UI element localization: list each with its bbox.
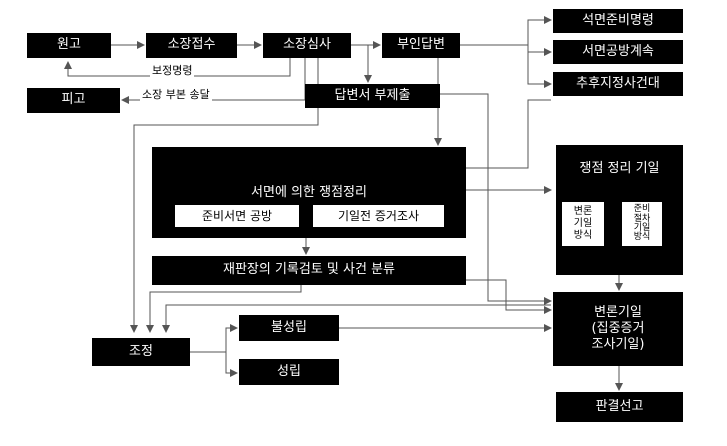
edge-mediation-success	[225, 352, 238, 377]
node-judge-record-review: 재판장의 기록검토 및 사건 분류	[152, 256, 466, 285]
edge-to-right-column	[460, 16, 552, 46]
node-written-defense-continue: 서면공방계속	[553, 40, 683, 64]
node-pre-hearing-evidence: 기일전 증거조사	[313, 205, 444, 227]
node-later-date-pending: 추후지정사건대	[553, 72, 683, 96]
edge-to-later-date	[527, 52, 552, 88]
edge-label-complaint-copy-service: 소장 부본 송달	[140, 86, 212, 102]
edge-label-correction-order: 보정명령	[150, 62, 195, 78]
node-written-prep-order: 석면준비명령	[553, 9, 683, 33]
node-success: 성립	[239, 359, 339, 385]
node-review: 소장심사	[263, 33, 351, 58]
written-issue-arrangement-label: 서면에 의한 쟁점정리	[251, 185, 367, 200]
node-prep-procedure-method: 준비 절차 기일 방식	[622, 202, 662, 246]
node-filing: 소장접수	[146, 33, 237, 58]
edge-argument-mediation	[162, 304, 551, 333]
node-mediation: 조정	[92, 338, 190, 366]
node-defendant: 피고	[27, 88, 120, 113]
node-prep-brief-exchange: 준비서면 공방	[175, 205, 299, 227]
edge-written-to-issue	[466, 99, 551, 169]
node-answer-not-submitted: 답변서 부제출	[305, 84, 440, 108]
node-argument-date-method: 변론 기일 방식	[562, 202, 604, 246]
node-judgment: 판결선고	[556, 392, 683, 422]
node-failure: 불성립	[239, 315, 339, 341]
edge-to-written-defense	[527, 45, 552, 56]
node-complaint: 원고	[27, 33, 111, 58]
node-oral-argument: 변론기일 (집중증거 조사기일)	[553, 292, 683, 366]
issue-arrangement-date-label: 쟁점 정리 기일	[579, 161, 660, 176]
edge-review-mediation-2	[146, 285, 302, 333]
edge-mediation-failure	[190, 324, 238, 353]
edge-review-argument	[466, 279, 552, 314]
node-no-answer: 부인답변	[382, 33, 460, 58]
edge-nosubmit-argument	[440, 93, 552, 305]
